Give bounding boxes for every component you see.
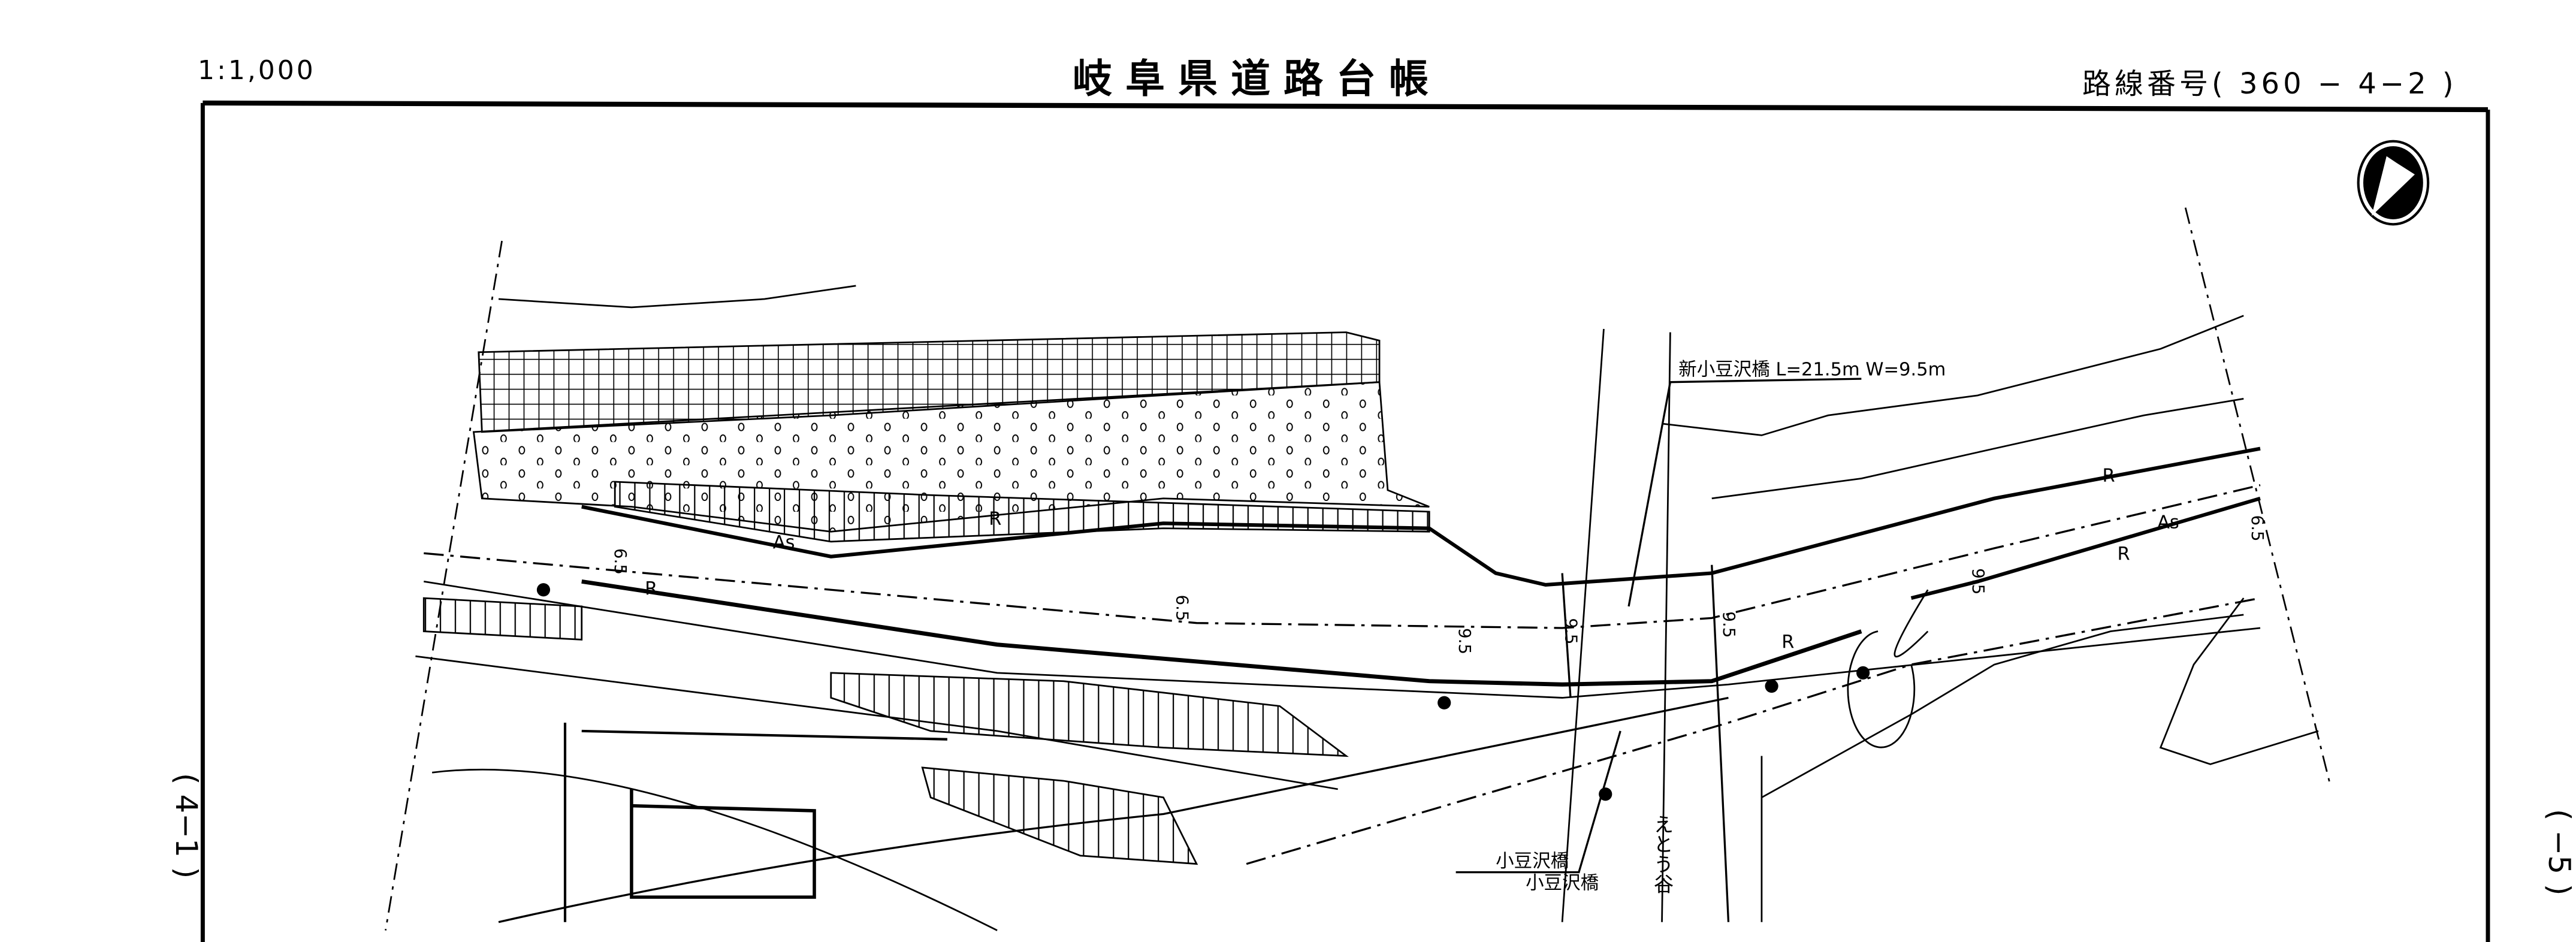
- curb-label: R: [2103, 466, 2115, 487]
- retaining-wall-areas: [422, 481, 1430, 865]
- valley-label: えとう谷: [1650, 814, 1674, 894]
- bridge-label: 小豆沢橋: [1526, 872, 1599, 893]
- curb-label: R: [1781, 632, 1794, 653]
- width-label: 6.5: [611, 548, 630, 575]
- north-arrow-icon: [2357, 140, 2430, 226]
- width-label: 9.5: [1719, 611, 1739, 638]
- sheet-boundary-lines: [385, 207, 2331, 931]
- curb-label: R: [989, 509, 1001, 530]
- curb-label: R: [645, 579, 657, 600]
- pavement-label: As: [773, 532, 795, 553]
- road-edges: [415, 328, 2261, 931]
- page-title: 岐阜県道路台帳: [1073, 56, 1442, 102]
- map-labels: 新小豆沢橋 L=21.5m W=9.5m 小豆沢橋 小豆沢橋 えとう谷 As A…: [611, 360, 2267, 894]
- width-label: 9.5: [1455, 628, 1475, 654]
- sheet-frame: [200, 100, 2490, 942]
- width-label: 6.5: [1173, 595, 1192, 621]
- road-centerline: [424, 484, 2261, 865]
- curb-label: R: [2118, 544, 2130, 564]
- manhole-icons: [536, 583, 1870, 801]
- route-number: 路線番号( 360 − 4−2 ): [2082, 67, 2457, 101]
- bridge-label: 小豆沢橋: [1496, 851, 1569, 872]
- map-scale: 1:1,000: [198, 55, 316, 86]
- new-bridge-label: 新小豆沢橋 L=21.5m W=9.5m: [1678, 360, 1946, 381]
- width-label: 6.5: [2248, 515, 2267, 541]
- terrain-contours: [498, 285, 2319, 799]
- pavement-label: As: [2157, 512, 2179, 533]
- width-label: 9.5: [1562, 618, 1581, 644]
- width-label: 9.5: [1968, 568, 1988, 594]
